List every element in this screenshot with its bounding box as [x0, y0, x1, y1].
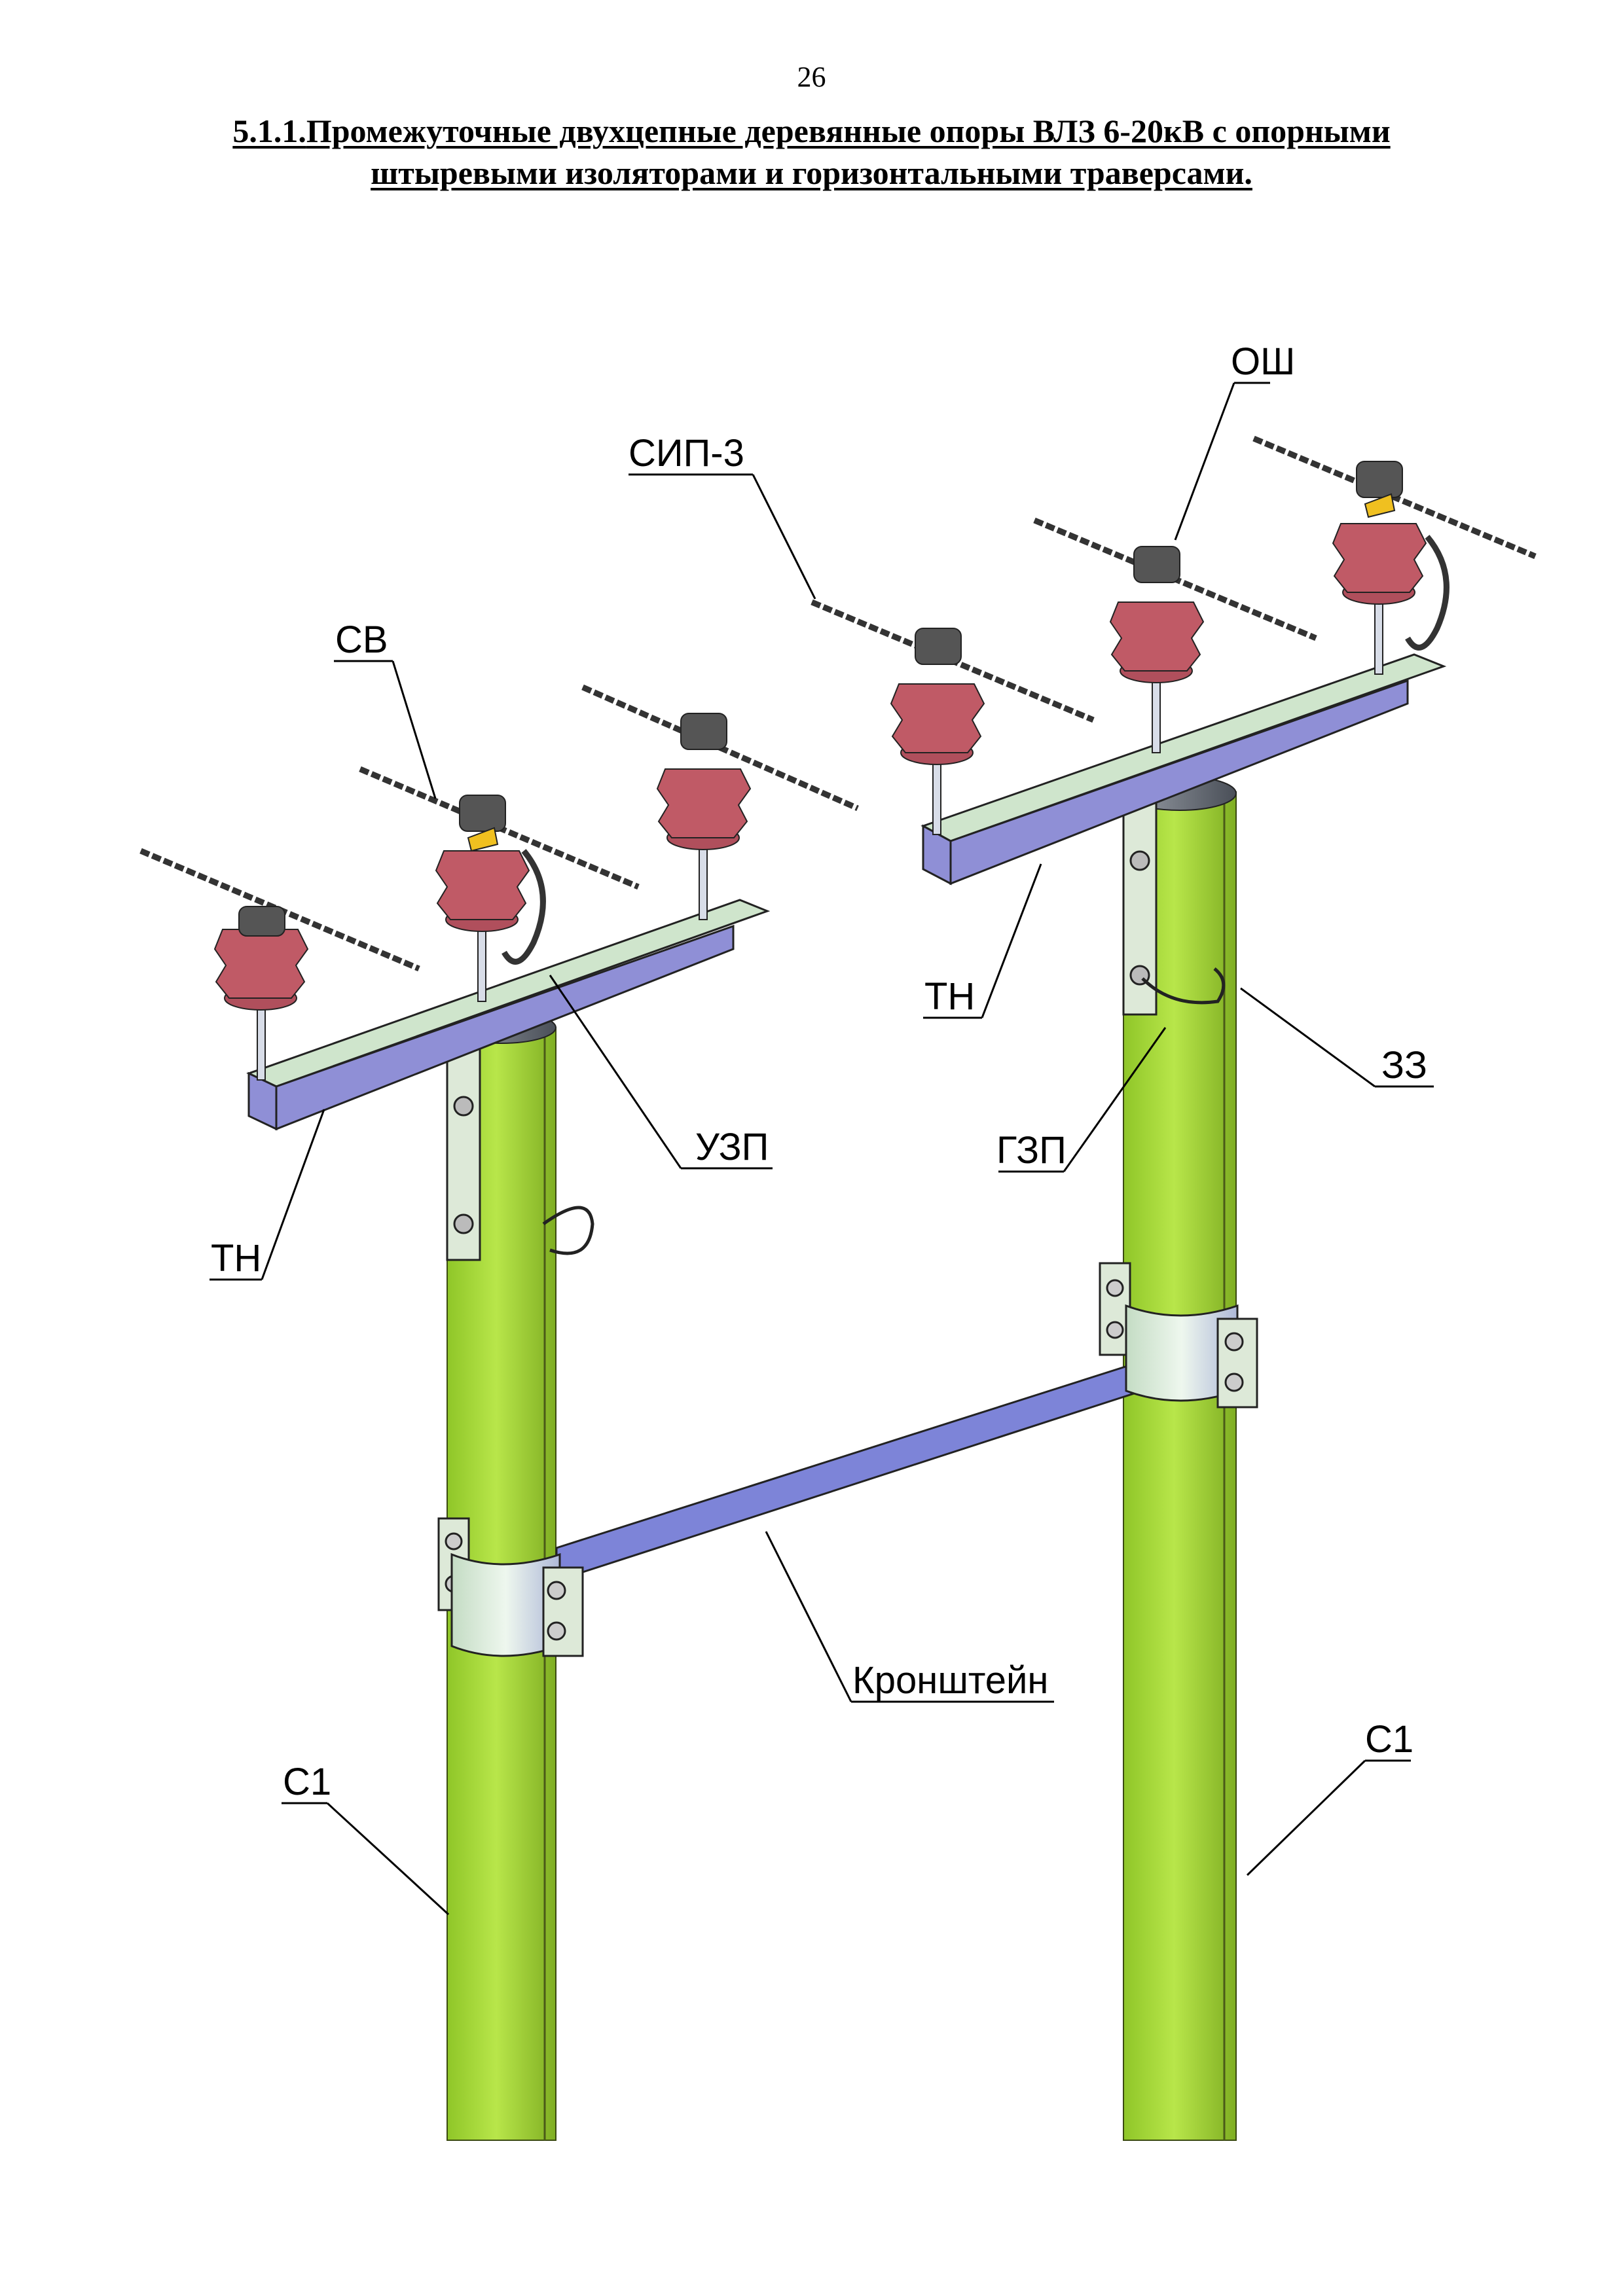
label-c1-left: С1 [283, 1761, 331, 1803]
label-uzp: УЗП [695, 1126, 769, 1168]
label-tn-left: ТН [211, 1237, 261, 1280]
title-line-1: Промежуточные двухцепные деревянные опор… [306, 113, 1391, 149]
label-tn-right: ТН [924, 975, 975, 1018]
insulator [213, 906, 309, 1081]
label-osh: ОШ [1231, 340, 1295, 383]
label-zz: ЗЗ [1381, 1044, 1427, 1086]
right-crossarm [921, 653, 1447, 886]
title-prefix: 5.1.1. [232, 113, 306, 149]
label-sv: СВ [335, 619, 388, 661]
leader-lines [210, 382, 1434, 1916]
page-title: 5.1.1.Промежуточные двухцепные деревянны… [105, 110, 1518, 194]
insulator [1109, 546, 1205, 753]
insulator [890, 628, 985, 835]
left-insulators [213, 713, 752, 1081]
right-pole [1122, 776, 1237, 2141]
page-number: 26 [797, 61, 826, 93]
title-line-2: штыревыми изоляторами и горизонтальными … [371, 154, 1252, 191]
insulator [435, 795, 546, 1002]
ground-wires [542, 967, 1226, 1255]
label-sip3: СИП-3 [629, 432, 744, 475]
left-crossarm [246, 899, 771, 1131]
label-c1-right: С1 [1365, 1718, 1413, 1761]
label-gzp: ГЗП [996, 1129, 1067, 1172]
label-kronshtein: Кронштейн [852, 1659, 1048, 1702]
bracket-kronshtein [437, 1262, 1258, 1657]
insulator [656, 713, 752, 920]
insulator [1332, 461, 1450, 675]
right-insulators [890, 461, 1450, 835]
